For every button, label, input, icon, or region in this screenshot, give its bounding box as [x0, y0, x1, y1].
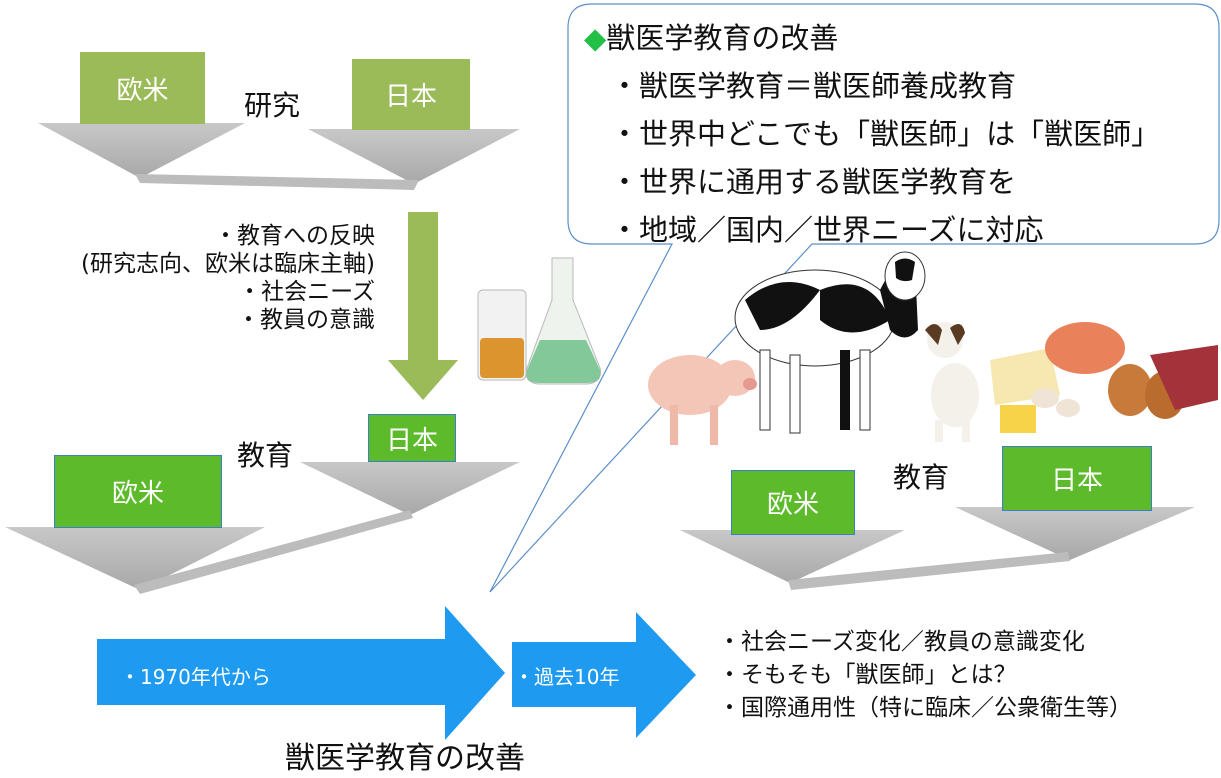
funnel-japan-top [308, 129, 520, 184]
lab-glassware-image [477, 257, 601, 385]
funnel-connector-bottom [134, 510, 413, 594]
diamond-icon: ◆ [584, 21, 607, 55]
education-western-box: 欧米 [54, 455, 222, 528]
down-arrow [388, 212, 458, 400]
speech-bubble [489, 3, 1220, 593]
footer-title: 獣医学教育の改善 [285, 741, 525, 776]
education-label-left: 教育 [237, 439, 294, 472]
timeline-arrow-1970s [97, 606, 505, 740]
right-western-label: 欧米 [766, 490, 819, 520]
bubble-item: ・世界中どこでも「獣医師」は「獣医師」 [610, 117, 1161, 151]
research-japan-box: 日本 [352, 59, 470, 130]
education-japan-box: 日本 [368, 414, 456, 462]
funnel-western-bottom [5, 527, 265, 590]
animals-food-image [648, 251, 1218, 445]
right-japan-label: 日本 [1050, 466, 1103, 496]
education-western-label: 欧米 [111, 479, 164, 509]
right-western-box: 欧米 [731, 470, 855, 535]
factor-item: (研究志向、欧米は臨床主軸) [81, 251, 375, 277]
research-western-label: 欧米 [116, 75, 169, 106]
right-japan-box: 日本 [1002, 446, 1152, 511]
change-item: ・そもそも「獣医師」とは？ [718, 662, 1017, 688]
funnel-connector-top [135, 174, 419, 190]
bubble-heading-text: 獣医学教育の改善 [606, 21, 839, 55]
bubble-item: ・世界に通用する獣医学教育を [610, 165, 1017, 199]
change-factor-list: ・社会ニーズ変化／教員の意識変化 ・そもそも「獣医師」とは？ ・国際通用性（特に… [718, 626, 1132, 725]
education-japan-label: 日本 [385, 425, 438, 456]
funnel-japan-right [955, 507, 1195, 560]
change-item: ・社会ニーズ変化／教員の意識変化 [718, 629, 1085, 655]
bubble-heading: ◆獣医学教育の改善 [584, 14, 1160, 62]
bubble-item: ・地域／国内／世界ニーズに対応 [610, 213, 1044, 247]
change-item: ・国際通用性（特に臨床／公衆衛生等） [718, 695, 1132, 721]
research-label: 研究 [244, 89, 301, 122]
education-factor-list: ・教育への反映 (研究志向、欧米は臨床主軸) ・社会ニーズ ・教員の意識 [81, 222, 375, 334]
improvement-bubble-text: ◆獣医学教育の改善 ・獣医学教育＝獣医師養成教育 ・世界中どこでも「獣医師」は「… [584, 14, 1160, 254]
timeline-arrow-past-decade [512, 612, 696, 738]
education-label-right: 教育 [893, 461, 950, 494]
funnel-connector-right [788, 552, 1070, 590]
research-western-box: 欧米 [80, 52, 205, 124]
funnel-japan-bottom [300, 462, 520, 515]
timeline-label-past-decade: ・過去10年 [514, 665, 620, 689]
factor-item: ・社会ニーズ [238, 279, 375, 305]
bubble-item: ・獣医学教育＝獣医師養成教育 [610, 69, 1017, 103]
funnel-western-top [38, 123, 245, 178]
funnel-western-right [680, 530, 905, 583]
factor-item: ・教員の意識 [237, 307, 375, 333]
timeline-label-1970s: ・1970年代から [120, 665, 271, 689]
research-japan-label: 日本 [384, 82, 437, 112]
factor-item: ・教育への反映 [214, 223, 375, 249]
